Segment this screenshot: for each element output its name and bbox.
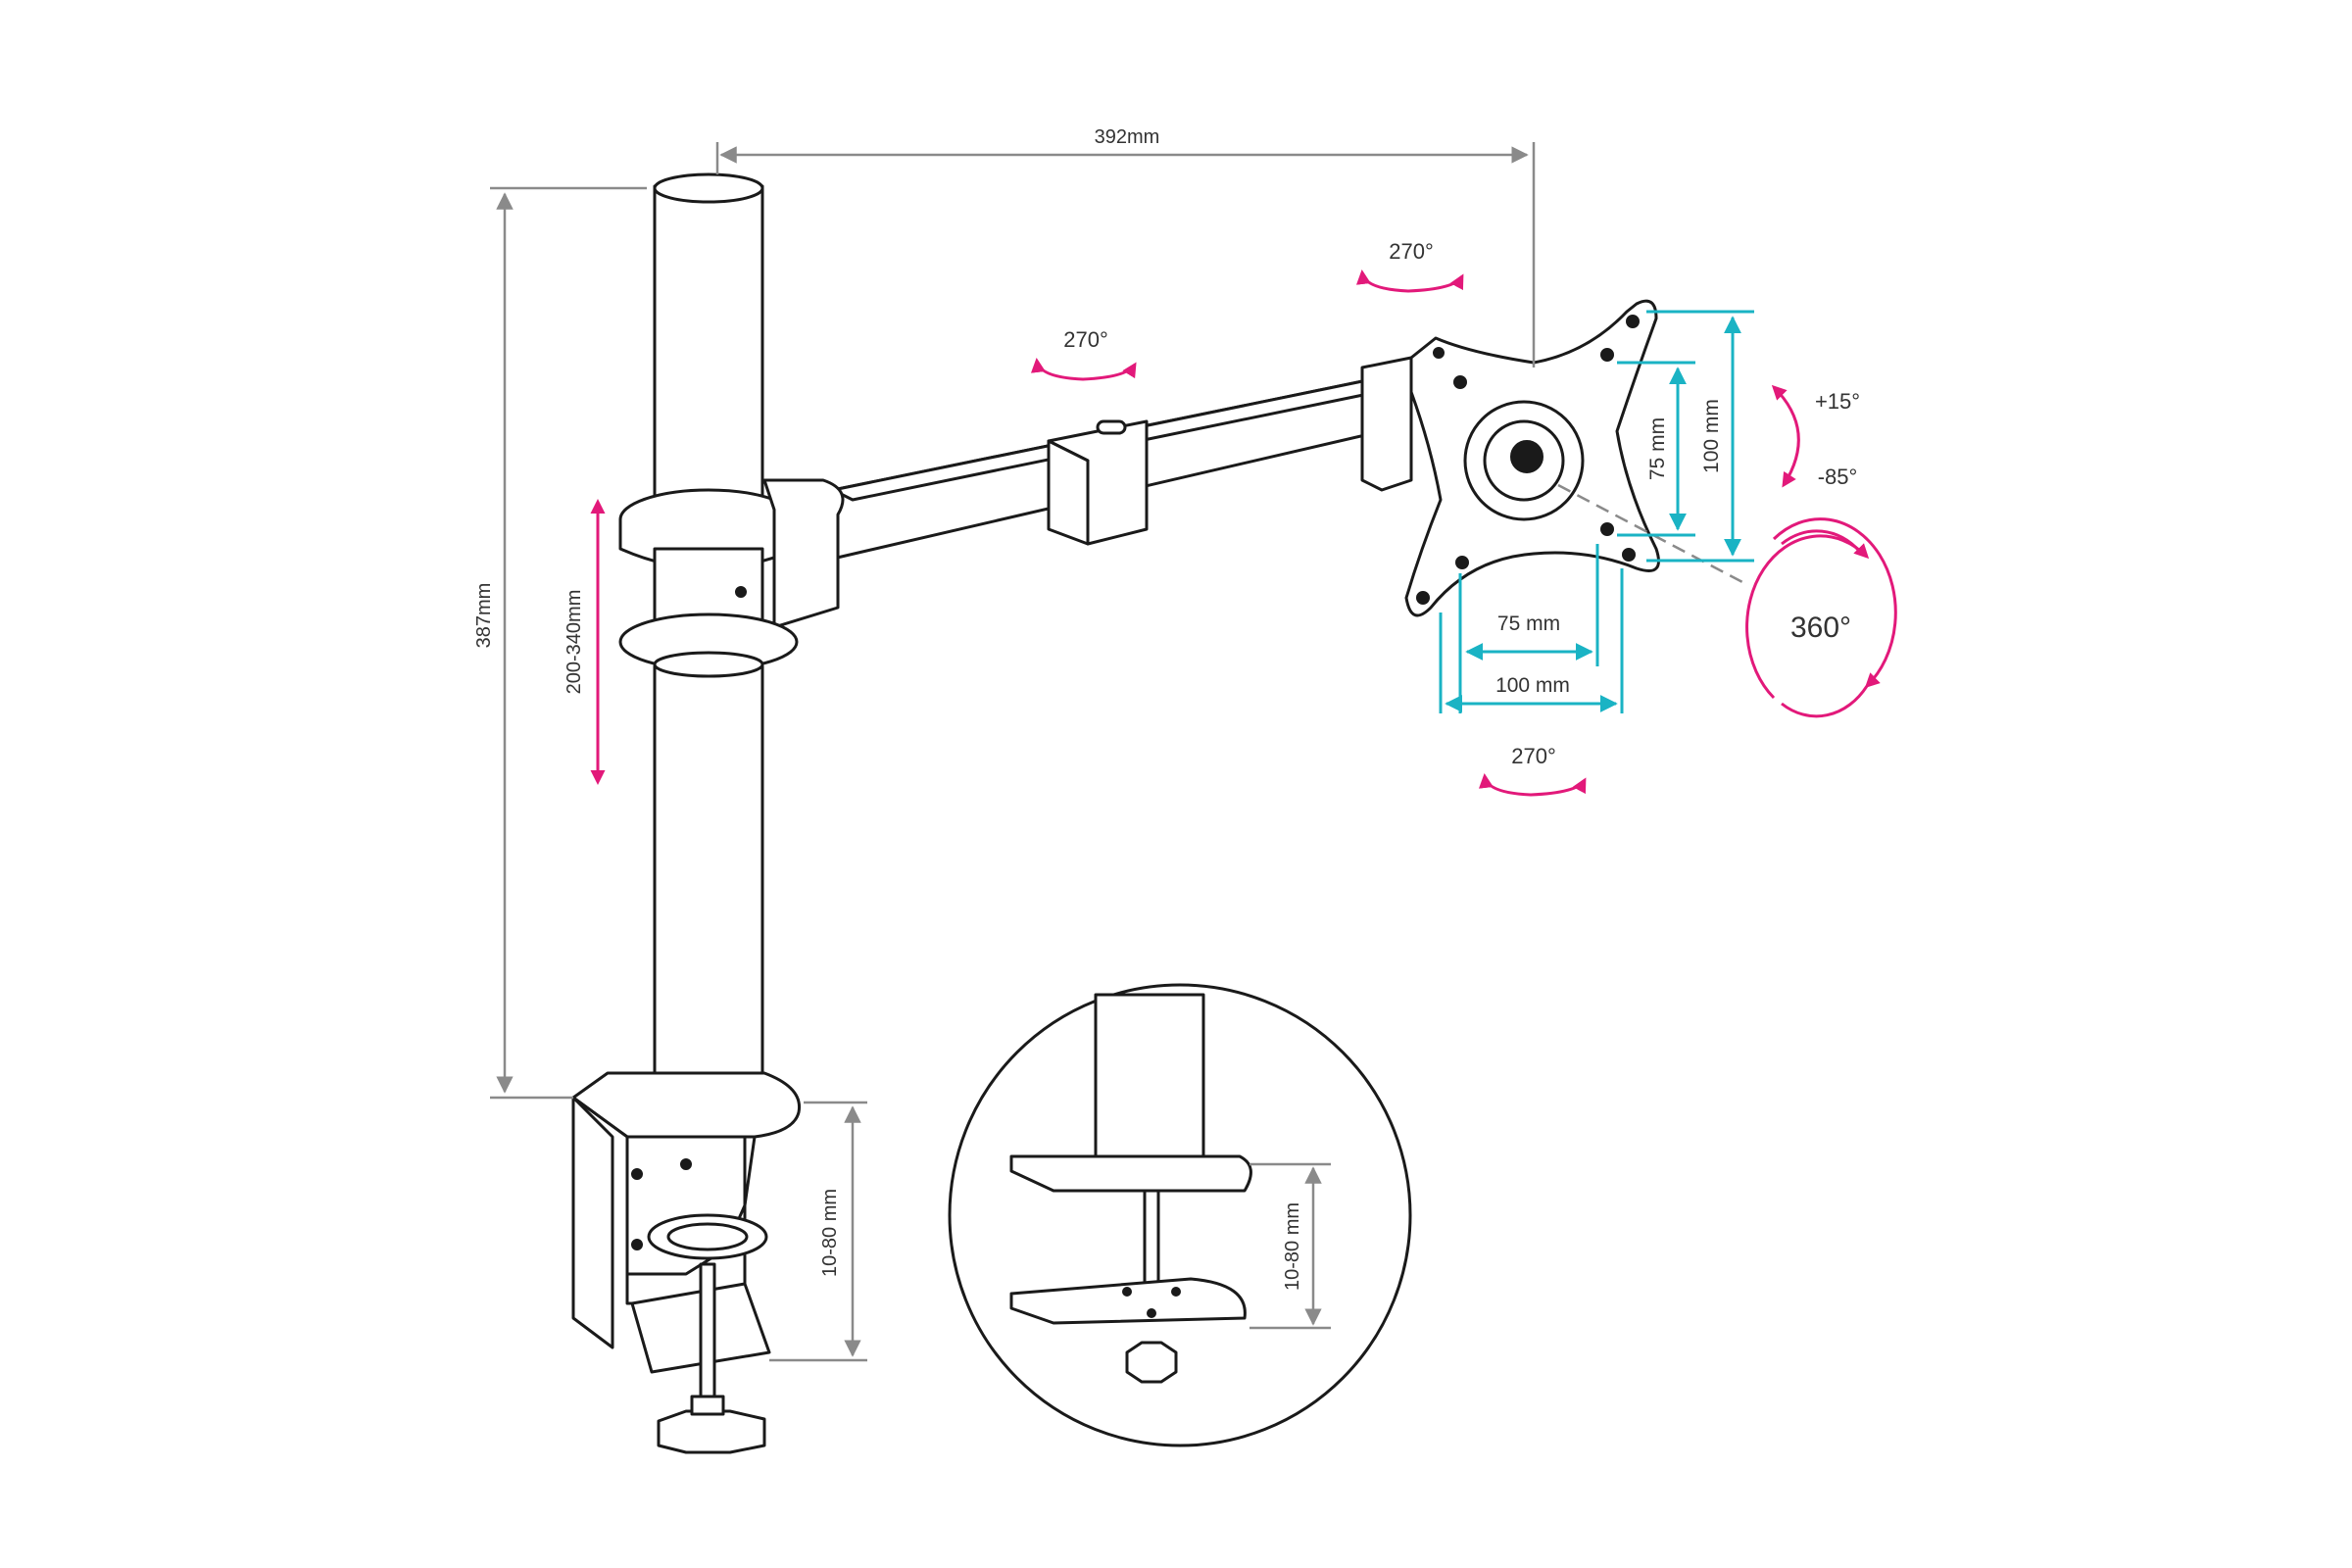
tilt-down-label: -85° (1818, 465, 1858, 489)
rotate-label: 360° (1790, 612, 1851, 644)
vesa-center-bolt (1510, 440, 1544, 473)
arm-joint-rotation-label: 270° (1063, 327, 1108, 352)
clamp-top-plate (571, 1071, 802, 1139)
rotate-arrow-right (1772, 517, 1897, 689)
arm-end-sleeve (1360, 356, 1413, 492)
rotate-arrow-left (1745, 534, 1870, 700)
arm-reach-label: 392mm (1095, 126, 1160, 148)
detail-pole (1094, 993, 1205, 1178)
collar-screw (735, 586, 747, 598)
rotate-arrow-bottom (1781, 685, 1869, 718)
clamp-screw-rod (699, 1262, 716, 1403)
arm-middle-sleeve-front (1047, 439, 1090, 546)
clamp-knob (657, 1409, 766, 1454)
clamp-hole-2 (680, 1158, 692, 1170)
sleeve-slot (1096, 419, 1127, 435)
arm-joint-rotation-arrow (1030, 358, 1137, 381)
clamp-side-plate (571, 1096, 614, 1349)
vesa-h-large-label: 100 mm (1495, 674, 1570, 697)
vesa-v-small-label: 75 mm (1646, 417, 1669, 480)
detail-hole-1 (1122, 1287, 1132, 1297)
upper-pole (653, 184, 764, 512)
vesa-plate (1404, 299, 1745, 617)
clamp-grommet-hole (666, 1222, 749, 1251)
clamp-detail: 10-80 mm (948, 983, 1412, 1447)
detail-top-plate (1009, 1154, 1252, 1193)
tilt-arrow (1771, 384, 1800, 488)
pole-top-cap (653, 172, 764, 204)
vesa-hole-br-outer (1622, 548, 1636, 562)
vesa-hole-tr-outer (1626, 315, 1640, 328)
vesa-h-small-label: 75 mm (1497, 612, 1560, 635)
rotate-arrow-top (1781, 529, 1862, 553)
collar-bottom-lip (653, 651, 764, 678)
clamp-hole-1 (631, 1168, 643, 1180)
clamp-bracket (571, 1096, 757, 1305)
arm-pivot-block (762, 478, 845, 629)
clamp-range-label: 10-80 mm (819, 1189, 841, 1277)
detail-hole-2 (1171, 1287, 1181, 1297)
tilt-up-label: +15° (1815, 389, 1860, 414)
desk-clamp (571, 1071, 802, 1454)
swivel-rotation-arrow (1478, 773, 1587, 797)
detail-circle (948, 983, 1412, 1447)
head-joint-rotation-arrow (1355, 270, 1464, 293)
vesa-hole-tl (1453, 375, 1467, 389)
vesa-dimensions: 75 mm 100 mm 75 mm 100 mm (1439, 310, 1754, 713)
arm (618, 356, 1413, 678)
vesa-hole-bl-outer (1416, 591, 1430, 605)
detail-clamp-range-label: 10-80 mm (1282, 1202, 1303, 1291)
height-adjust-label: 200-340mm (564, 590, 585, 695)
vesa-v-large-label: 100 mm (1700, 399, 1723, 473)
clamp-knob-neck (690, 1395, 725, 1416)
vesa-hole-tr-inner (1600, 348, 1614, 362)
head-joint-rotation-label: 270° (1389, 239, 1434, 264)
total-height-label: 387mm (473, 583, 495, 649)
detail-bottom-plate (1009, 1277, 1247, 1325)
clamp-hole-3 (631, 1239, 643, 1250)
detail-knob (1125, 1341, 1178, 1384)
motion-indicators: 200-340mm 270° 270° 270° +15° -85° 360° (564, 239, 1897, 797)
vesa-hole-bl-inner (1455, 556, 1469, 569)
swivel-rotation-label: 270° (1511, 744, 1556, 768)
lower-pole (653, 664, 764, 1100)
detail-hole-3 (1147, 1308, 1156, 1318)
vesa-hole-br-inner (1600, 522, 1614, 536)
grey-dimensions: 392mm 387mm 10-80 mm (473, 126, 1536, 1362)
rotation-axis (1557, 483, 1745, 585)
vesa-hole-tl-outer (1433, 347, 1445, 359)
